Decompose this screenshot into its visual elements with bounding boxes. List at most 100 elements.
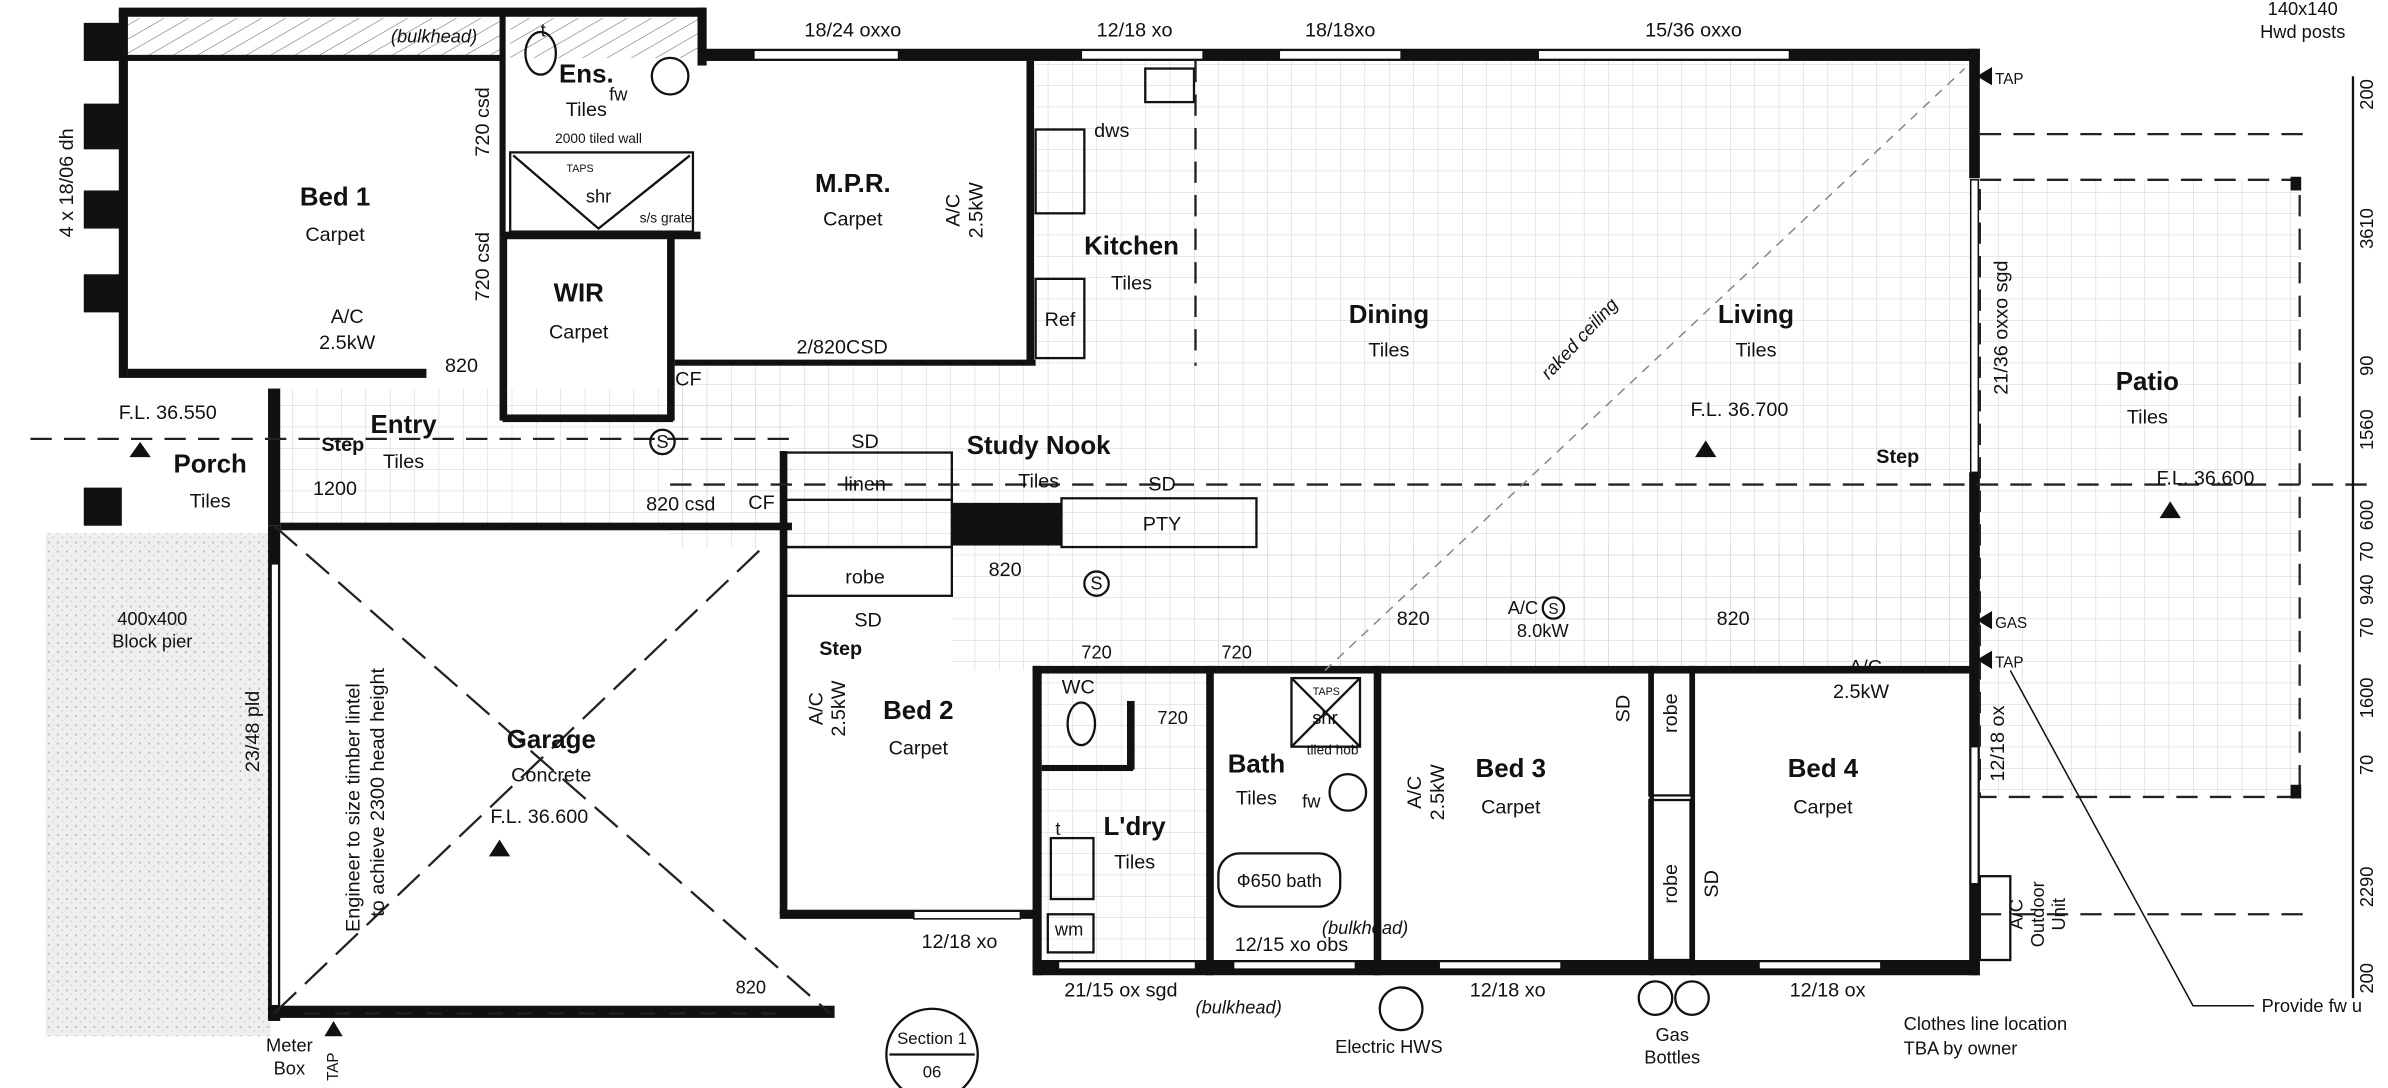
plan-annotation: fw — [609, 84, 628, 105]
window-label: 15/36 oxxo — [1645, 20, 1742, 42]
dimension: 1560 — [2356, 409, 2377, 450]
bulkhead-label: (bulkhead) — [391, 26, 477, 47]
plan-annotation: Ref — [1045, 309, 1076, 331]
plan-annotation: TAP — [1995, 71, 2023, 88]
room-bed3: Bed 3 — [1476, 755, 1546, 783]
room-dining: Dining — [1349, 301, 1429, 329]
room-garage: Garage — [507, 726, 596, 754]
dimension: 2290 — [2356, 867, 2377, 908]
plan-annotation: robe — [845, 567, 885, 589]
plan-annotation: 820 csd — [646, 493, 715, 515]
room-bed3-finish: Carpet — [1481, 797, 1541, 819]
plan-annotation: Section 1 — [897, 1029, 967, 1048]
plan-annotation: Step — [321, 434, 364, 456]
window-label: 18/24 oxxo — [804, 20, 901, 42]
plan-annotation: SD — [851, 431, 879, 453]
dimension-labels: 200 3610 90 1560 600 70 940 70 1600 70 2… — [2356, 79, 2377, 993]
plan-annotation: S — [1090, 573, 1102, 594]
room-laundry-finish: Tiles — [1114, 852, 1155, 874]
room-kitchen-finish: Tiles — [1111, 273, 1152, 295]
section-marker — [885, 1007, 979, 1088]
plan-annotation: Provide fw u — [2262, 995, 2362, 1016]
plan-annotation: 820 — [445, 355, 478, 377]
plan-annotation: 820 — [989, 559, 1022, 581]
plan-annotation: Block pier — [112, 631, 192, 652]
dimension: 600 — [2356, 500, 2377, 530]
room-mpr-finish: Carpet — [823, 209, 883, 231]
plan-annotation: TBA by owner — [1904, 1037, 2018, 1058]
room-patio: Patio — [2116, 368, 2179, 396]
room-laundry: L'dry — [1103, 813, 1166, 841]
room-bath: Bath — [1228, 751, 1285, 779]
plan-annotation: CF — [748, 492, 774, 514]
plan-annotation: 2000 tiled wall — [555, 131, 642, 146]
plan-annotation: 1200 — [313, 478, 357, 500]
plan-annotation: 06 — [923, 1062, 942, 1081]
plan-annotation: Meter — [266, 1034, 313, 1055]
plan-annotation: TAPS — [567, 163, 594, 175]
plan-annotation: TAPS — [1313, 686, 1340, 698]
plan-annotation: 720 — [1081, 641, 1111, 662]
plan-annotation: 720 csd — [472, 232, 494, 301]
plan-annotation: dws — [1094, 120, 1129, 142]
plan-annotation: 2.5kW — [1833, 681, 1889, 703]
dimension: 200 — [2356, 963, 2377, 993]
windows — [270, 49, 1980, 1007]
plan-annotation: 720 csd — [472, 87, 494, 156]
window-label: 18/18xo — [1305, 20, 1375, 42]
room-porch-finish: Tiles — [190, 490, 231, 512]
room-living: Living — [1718, 301, 1794, 329]
room-bed2-finish: Carpet — [889, 737, 949, 759]
plan-annotation: A/C — [331, 306, 364, 328]
dimension: 940 — [2356, 574, 2377, 604]
plan-annotation: t — [1055, 818, 1060, 839]
room-bed4-finish: Carpet — [1793, 797, 1853, 819]
plan-annotation: Clothes line location — [1904, 1013, 2067, 1034]
plan-annotation: 820 — [1717, 608, 1750, 630]
plan-annotation: Engineer to size timber lintel — [342, 683, 364, 932]
window-label: 12/15 xo obs — [1235, 934, 1348, 956]
plan-annotation: to achieve 2300 head height — [367, 667, 389, 916]
fl-living: F.L. 36.700 — [1690, 399, 1788, 421]
patio-post — [2290, 784, 2302, 799]
room-bath-finish: Tiles — [1236, 788, 1277, 810]
room-entry-finish: Tiles — [383, 451, 424, 473]
plan-annotation: S — [1548, 601, 1558, 618]
room-bed4: Bed 4 — [1788, 755, 1859, 783]
room-porch: Porch — [174, 450, 247, 478]
plan-annotation: Bottles — [1644, 1047, 1700, 1068]
plan-annotation: A/C — [1404, 776, 1426, 809]
bulkhead-label: (bulkhead) — [1322, 917, 1408, 938]
plan-annotation: Outdoor — [2027, 881, 2048, 947]
plan-annotation: SD — [854, 609, 882, 631]
plan-annotation: 720 — [1157, 707, 1187, 728]
dimension: 70 — [2356, 755, 2377, 775]
room-bed1-finish: Carpet — [305, 224, 365, 246]
room-dining-finish: Tiles — [1368, 340, 1409, 362]
window-label: 12/18 xo — [1097, 20, 1173, 42]
floor-levels: F.L. 36.550 F.L. 36.700 F.L. 36.600 F.L.… — [119, 399, 2255, 828]
window-label: 12/18 xo — [1470, 980, 1546, 1002]
plan-annotation: Gas — [1655, 1024, 1688, 1045]
plan-annotation: SD — [1613, 695, 1635, 723]
plan-annotation: 2.5kW — [828, 680, 850, 736]
bulkhead-hatch — [124, 18, 503, 58]
plan-annotation: Electric HWS — [1335, 1036, 1443, 1057]
hws-symbol — [1378, 986, 1424, 1032]
dimension: 200 — [2356, 79, 2377, 109]
plan-annotation: 400x400 — [117, 608, 187, 629]
plan-annotation: 2.5kW — [965, 182, 987, 238]
fixtures — [509, 30, 2012, 962]
window-label: 12/18 ox — [1987, 706, 2009, 782]
plan-annotation: TAP — [325, 1052, 342, 1080]
room-bed2: Bed 2 — [883, 697, 953, 725]
plan-annotation: 2/820CSD — [797, 337, 888, 359]
room-kitchen: Kitchen — [1084, 232, 1179, 260]
plan-annotation: TAP — [1995, 654, 2023, 671]
patio-post — [2290, 176, 2302, 191]
plan-annotation: t — [541, 20, 546, 41]
plan-annotation: fw — [1302, 791, 1321, 812]
window-label: 12/18 xo — [921, 931, 997, 953]
plan-annotation: 720 — [1221, 641, 1251, 662]
plan-annotation: 820 — [736, 977, 766, 998]
